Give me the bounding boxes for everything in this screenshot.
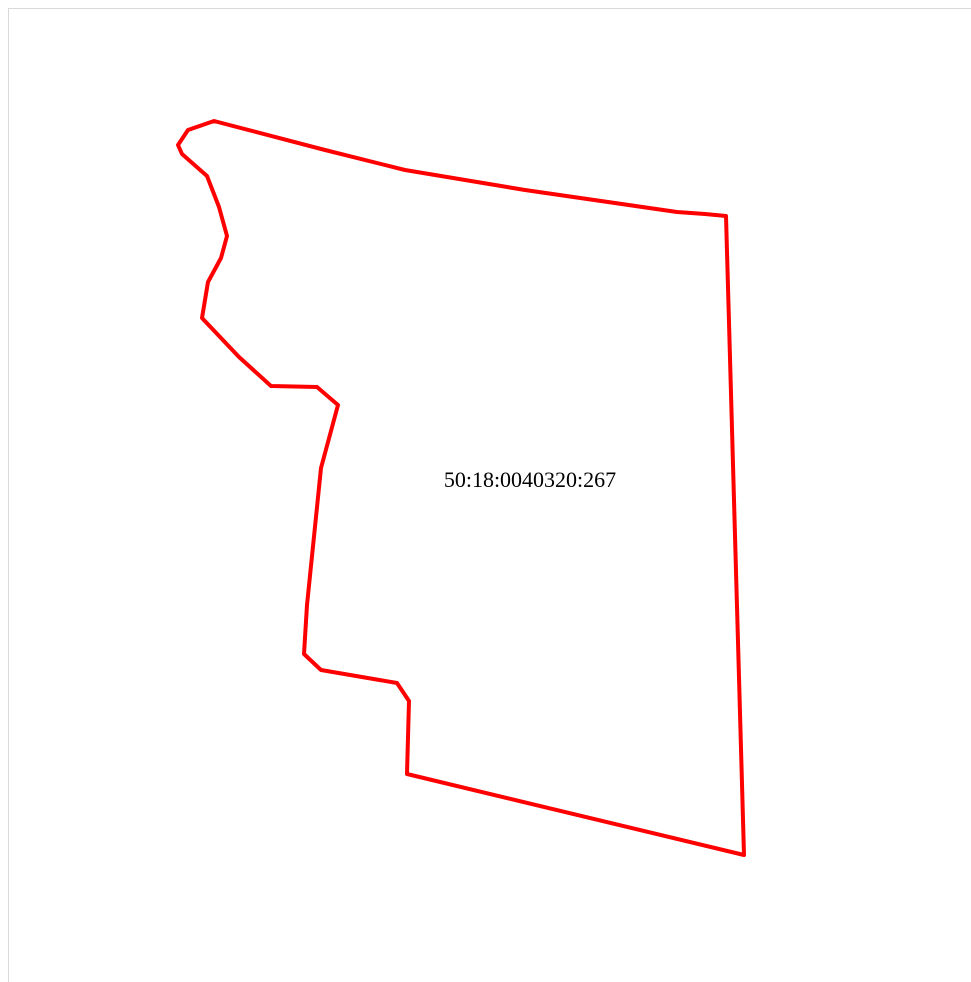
map-frame bbox=[8, 8, 971, 982]
parcel-cadastral-number: 50:18:0040320:267 bbox=[444, 467, 616, 492]
parcel-boundary[interactable] bbox=[176, 119, 746, 857]
